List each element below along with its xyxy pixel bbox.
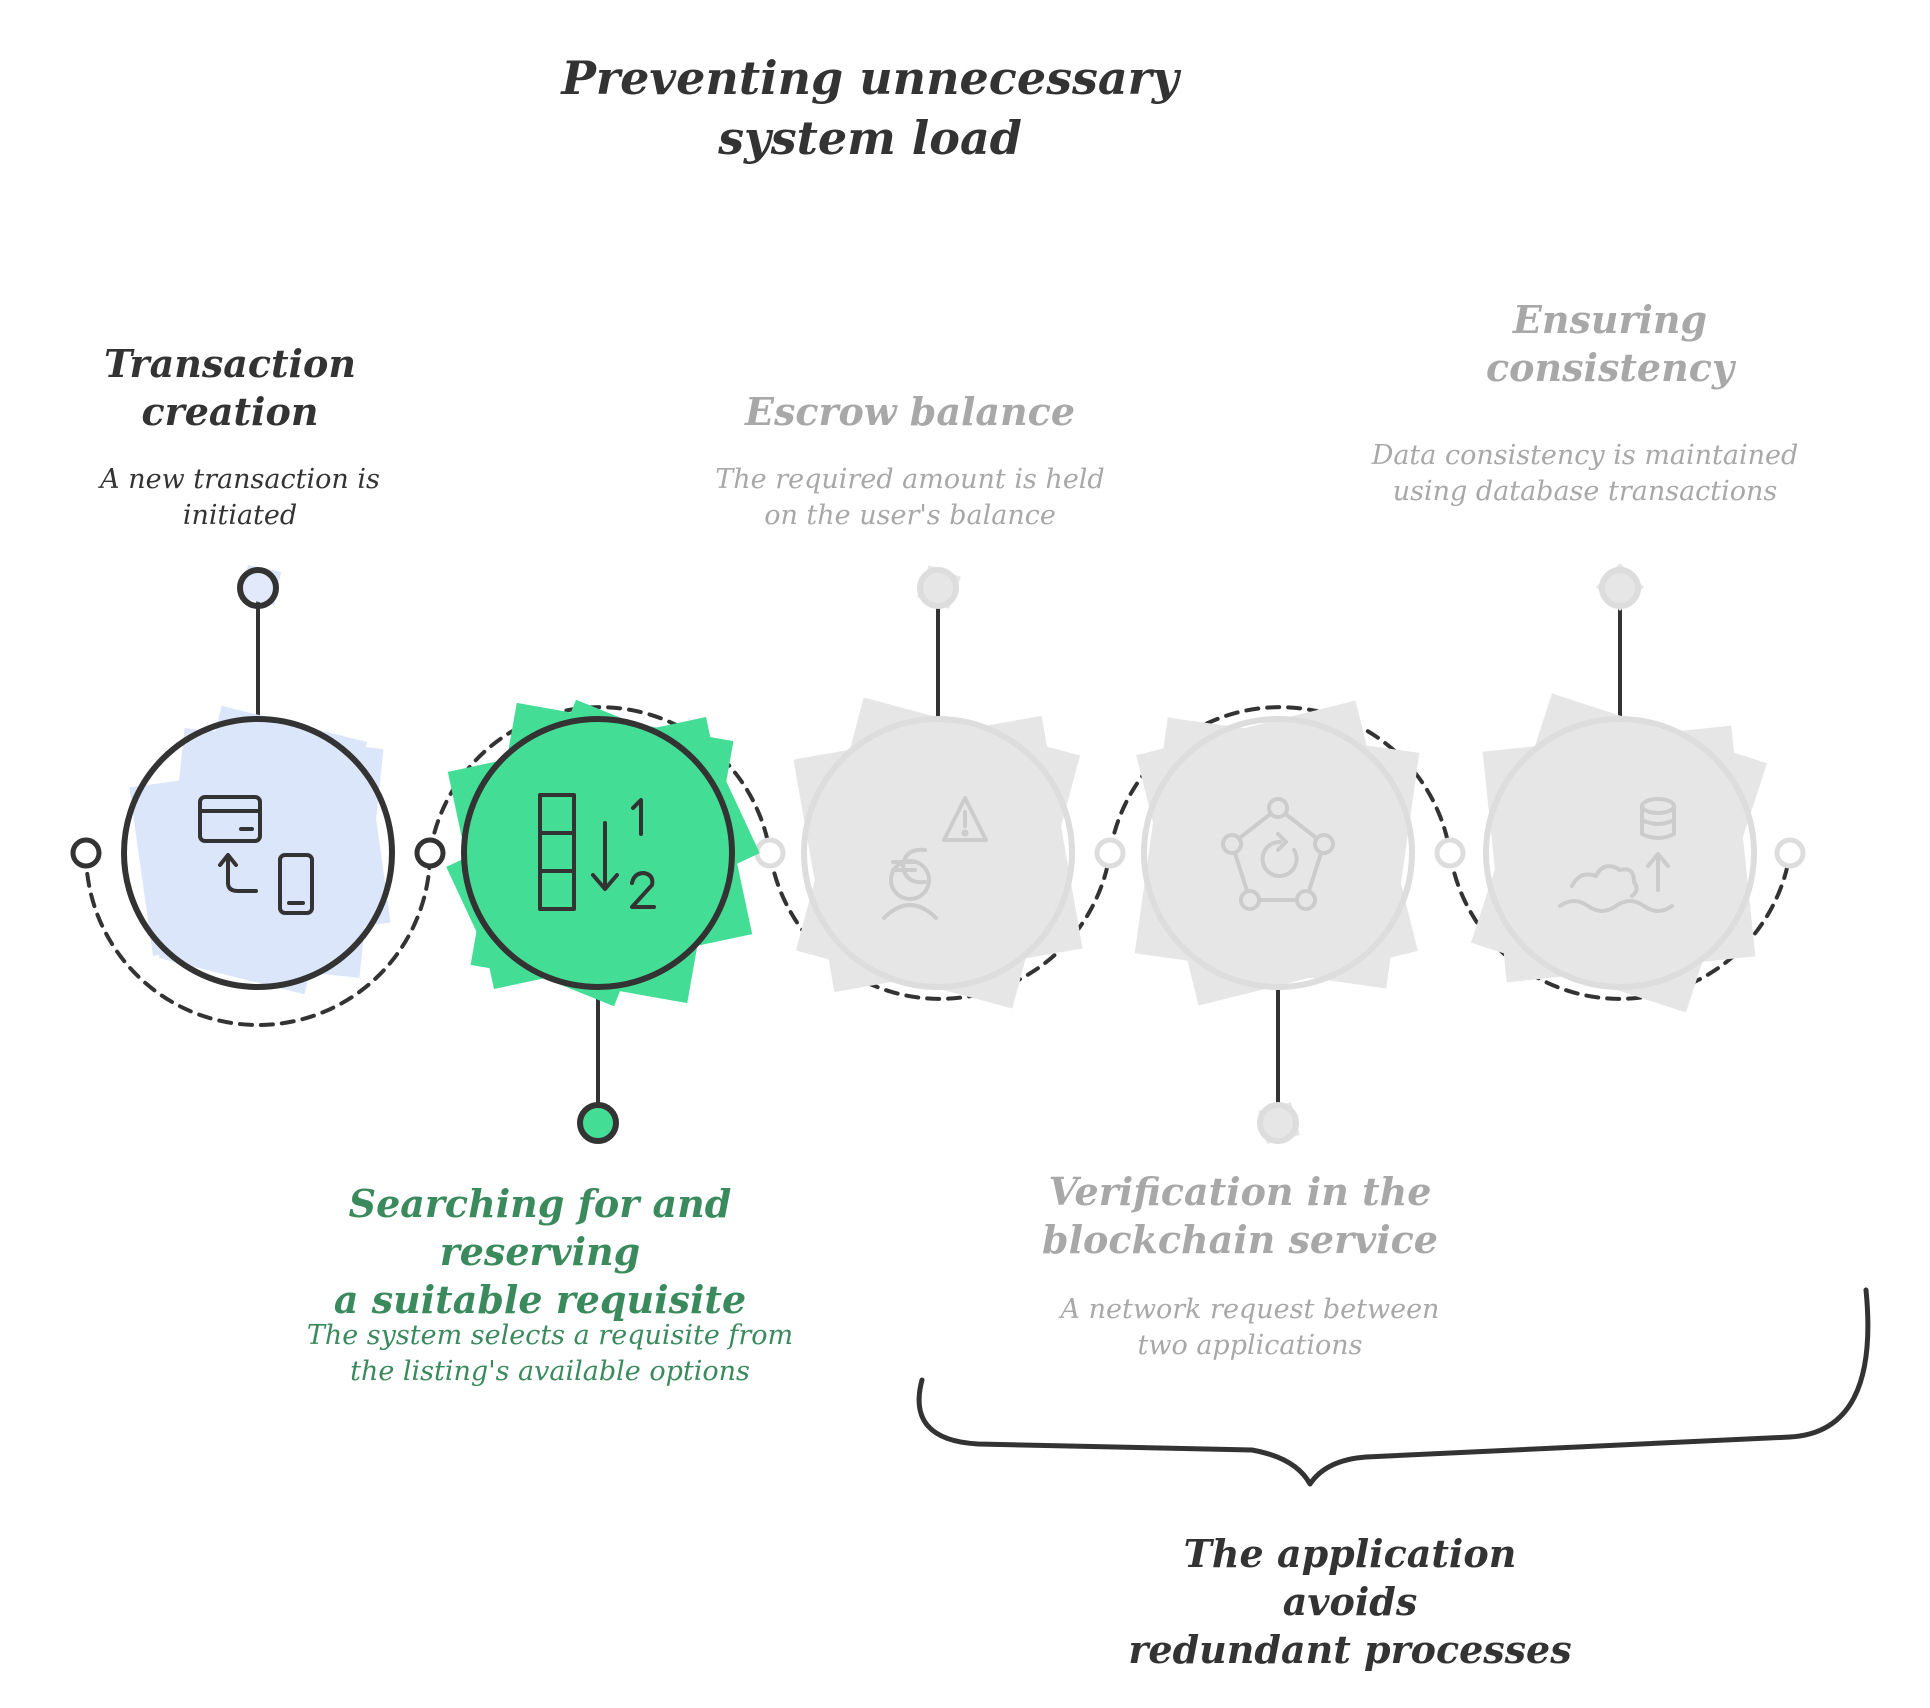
dashed-arc-bottom-3 xyxy=(768,851,1112,1001)
stem-step-2 xyxy=(577,992,619,1144)
stem-node-1 xyxy=(237,567,279,609)
baseline-node-2 xyxy=(414,837,446,869)
step-2-circle xyxy=(446,699,760,1007)
stem-step-5 xyxy=(1595,562,1645,722)
stem-node-3 xyxy=(917,567,959,609)
step-4-description: A network request between two applicatio… xyxy=(1060,1294,1440,1361)
curly-bracket xyxy=(916,1287,1871,1487)
card-phone-transfer-icon xyxy=(198,795,314,915)
dashed-arc-bottom-5 xyxy=(1448,851,1792,1001)
dashed-arc-bottom-1 xyxy=(84,851,432,1027)
stem-step-3 xyxy=(917,565,961,718)
stem-step-4 xyxy=(1257,990,1300,1144)
baseline-nodes xyxy=(70,837,1806,869)
stem-node-2 xyxy=(577,1102,619,1144)
step-1-circle xyxy=(121,705,395,995)
stem-node-5 xyxy=(1599,567,1641,609)
sort-list-icon xyxy=(538,793,656,911)
step-2-title: Searching for and reserving a suitable r… xyxy=(333,1181,747,1322)
step-1-scribble-fill xyxy=(129,705,391,995)
euro-user-warning-icon xyxy=(882,796,988,920)
step-3-circle xyxy=(793,697,1083,1009)
bracket-label: The application avoids redundant process… xyxy=(1128,1531,1572,1672)
step-3-title: Escrow balance xyxy=(745,389,1075,434)
step-5-description: Data consistency is maintained using dat… xyxy=(1371,440,1799,507)
step-5-scribble-fill xyxy=(1471,693,1767,1013)
step-4-title: Verification in the blockchain service xyxy=(1042,1169,1438,1262)
step-4-scribble-fill xyxy=(1134,700,1420,1006)
step-5-circle xyxy=(1471,693,1767,1013)
baseline-node-3 xyxy=(754,837,786,869)
baseline-node-5 xyxy=(1434,837,1466,869)
step-3-scribble-fill xyxy=(793,697,1083,1009)
baseline-node-1 xyxy=(70,837,102,869)
step-2-description: The system selects a requisite from the … xyxy=(306,1320,794,1387)
step-1-description: A new transaction is initiated xyxy=(100,464,380,531)
step-1-title: Transaction creation xyxy=(104,341,356,434)
stem-node-4 xyxy=(1257,1102,1299,1144)
diagram-title: Preventing unnecessary system load xyxy=(561,51,1179,165)
baseline-node-6 xyxy=(1774,837,1806,869)
stem-step-1 xyxy=(237,564,282,718)
network-refresh-icon xyxy=(1221,797,1335,911)
step-5-title: Ensuring consistency xyxy=(1486,297,1734,390)
dashed-arc-top-4 xyxy=(1108,705,1452,855)
step-3-description: The required amount is held on the user'… xyxy=(715,464,1105,531)
baseline-node-4 xyxy=(1094,837,1126,869)
step-4-circle xyxy=(1134,700,1420,1006)
database-sync-icon xyxy=(1558,797,1676,913)
